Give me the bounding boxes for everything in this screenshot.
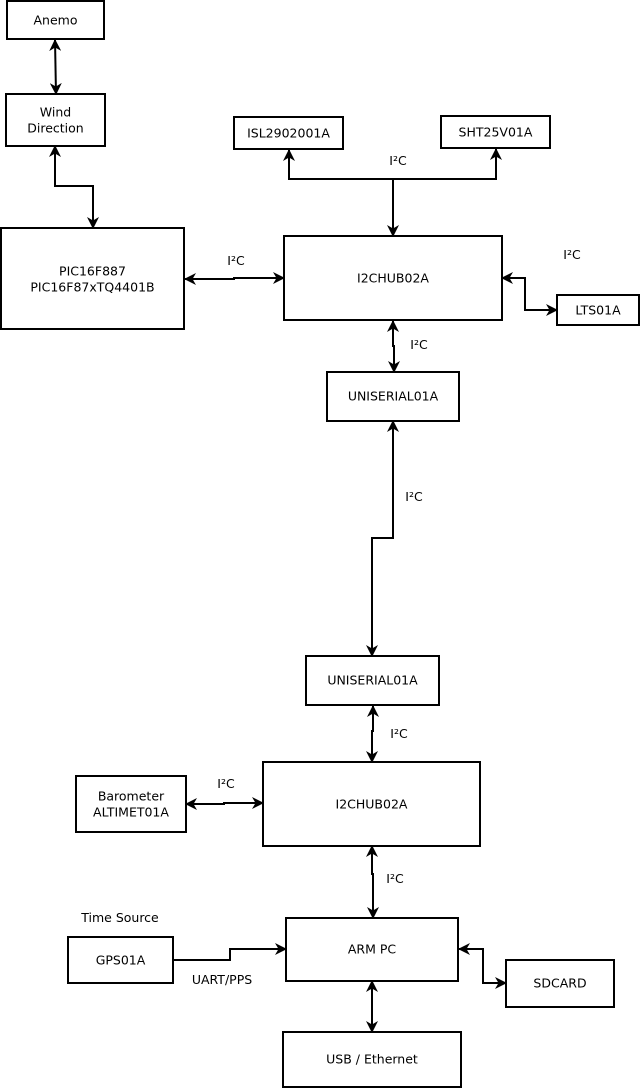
node-isl: ISL2902001A xyxy=(233,116,344,150)
edge-sht-bus xyxy=(393,148,502,180)
label-i2c-hub-lts: I²C xyxy=(563,247,581,262)
node-uni1: UNISERIAL01A xyxy=(326,371,460,422)
node-isl-label: ISL2902001A xyxy=(247,126,330,141)
node-sdcard: SDCARD xyxy=(505,959,615,1008)
edge-anemo-wind xyxy=(49,39,62,95)
label-i2c-top: I²C xyxy=(389,153,407,168)
node-hub1-label: I2CHUB02A xyxy=(357,271,429,286)
node-anemo-label: Anemo xyxy=(34,13,78,28)
label-uart-pps: UART/PPS xyxy=(192,972,252,987)
label-i2c-hub-arm: I²C xyxy=(386,871,404,886)
node-wind-direction: Wind Direction xyxy=(5,93,106,147)
edge-hub2-arm xyxy=(366,845,379,919)
connectors xyxy=(49,39,558,1033)
label-time-source: Time Source xyxy=(80,910,159,925)
edge-labels: I²C I²C I²C I²C I²C I²C I²C I²C Time Sou… xyxy=(80,153,581,987)
node-lts-label: LTS01A xyxy=(575,303,621,318)
edge-arm-sdcard xyxy=(458,943,507,989)
node-gps: GPS01A xyxy=(67,936,174,984)
node-baro-label-2: ALTIMET01A xyxy=(93,805,169,820)
node-arm-pc: ARM PC xyxy=(285,917,459,982)
node-barometer: Barometer ALTIMET01A xyxy=(75,775,187,833)
edge-uni1-uni2 xyxy=(366,420,399,657)
node-uni2-label: UNISERIAL01A xyxy=(327,673,418,688)
node-usb-ethernet: USB / Ethernet xyxy=(282,1031,462,1088)
node-wind-label-1: Wind xyxy=(40,105,71,120)
label-i2c-pic-hub: I²C xyxy=(227,253,245,268)
node-anemo: Anemo xyxy=(6,0,105,40)
node-hub2-label: I2CHUB02A xyxy=(336,797,408,812)
edge-isl-bus xyxy=(283,149,393,180)
edge-gps-arm xyxy=(173,943,287,961)
node-sht-label: SHT25V01A xyxy=(459,125,533,140)
node-uni1-label: UNISERIAL01A xyxy=(348,389,439,404)
node-pic-label-1: PIC16F887 xyxy=(59,264,126,279)
node-wind-label-2: Direction xyxy=(27,121,83,136)
node-baro-label-1: Barometer xyxy=(98,789,165,804)
node-lts: LTS01A xyxy=(556,294,640,326)
node-sdcard-label: SDCARD xyxy=(533,976,586,991)
edge-pic-hub1 xyxy=(184,272,285,285)
node-hub1: I2CHUB02A xyxy=(283,235,503,321)
node-uni2: UNISERIAL01A xyxy=(305,655,440,706)
node-pic: PIC16F887 PIC16F87xTQ4401B xyxy=(0,227,185,330)
edge-uni2-hub2 xyxy=(366,705,379,763)
label-i2c-long: I²C xyxy=(405,489,423,504)
edge-hub1-lts xyxy=(501,272,558,316)
label-i2c-hub-uni1: I²C xyxy=(410,337,428,352)
node-sht: SHT25V01A xyxy=(440,115,551,149)
node-arm-label: ARM PC xyxy=(348,942,397,957)
label-i2c-baro-hub: I²C xyxy=(217,776,235,791)
node-hub2: I2CHUB02A xyxy=(262,761,481,847)
node-usb-label: USB / Ethernet xyxy=(326,1052,418,1067)
label-i2c-uni2-hub: I²C xyxy=(390,726,408,741)
node-pic-label-2: PIC16F87xTQ4401B xyxy=(30,280,154,295)
edge-baro-hub2 xyxy=(185,797,264,810)
edge-hub1-uni1 xyxy=(387,320,400,373)
edge-wind-pic xyxy=(49,145,99,229)
node-gps-label: GPS01A xyxy=(96,953,146,968)
